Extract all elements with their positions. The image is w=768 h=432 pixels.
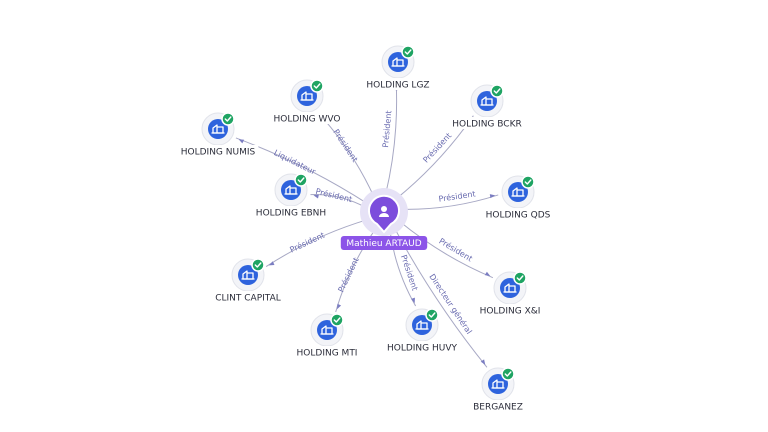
node-label: BERGANEZ (473, 403, 523, 413)
node-label: HOLDING NUMIS (181, 148, 256, 158)
building-icon (391, 57, 405, 67)
check-icon (513, 271, 527, 285)
edge-line (265, 219, 368, 268)
building-icon (300, 91, 314, 101)
node-label: HOLDING MTI (297, 349, 358, 359)
node-label: HOLDING QDS (486, 211, 551, 221)
node-core (477, 91, 497, 111)
node-label: HOLDING EBNH (256, 209, 326, 219)
person-icon (379, 206, 389, 217)
arrow-icon (484, 271, 491, 277)
label-bg (483, 208, 553, 220)
arrow-icon (238, 139, 245, 144)
edge-line (401, 194, 499, 210)
person-label-bg (340, 236, 428, 250)
node-core (317, 320, 337, 340)
check-icon (294, 173, 308, 187)
arrow-icon (313, 194, 319, 199)
arrow-icon (411, 297, 415, 304)
node-core (238, 265, 258, 285)
label-bg (384, 341, 460, 353)
check-icon (490, 84, 504, 98)
edge-label: Président (315, 186, 354, 204)
nodes-layer: HOLDING LGZ HOLDING BCKR HOLDING WVO HOLDIN… (177, 45, 553, 413)
edge-wvo: Président (317, 112, 375, 198)
building-icon (320, 325, 334, 335)
node-core (500, 278, 520, 298)
node-core (508, 182, 528, 202)
edge-line (235, 137, 369, 205)
label-bg (272, 112, 342, 124)
edge-line (335, 227, 377, 313)
company-node-huvy[interactable]: HOLDING HUVY (384, 308, 460, 354)
check-icon (425, 308, 439, 322)
label-bg (177, 145, 259, 157)
label-bg (207, 291, 289, 303)
node-label: HOLDING HUVY (387, 344, 458, 354)
edge-label: Président (336, 256, 361, 294)
building-icon (241, 270, 255, 280)
node-label: HOLDING WVO (274, 115, 341, 125)
node-label: HOLDING BCKR (452, 120, 521, 130)
arrow-icon (268, 261, 275, 266)
edge-label: Président (331, 127, 360, 164)
check-icon (330, 313, 344, 327)
check-icon (501, 367, 515, 381)
node-label: CLINT CAPITAL (215, 294, 281, 304)
arrow-icon (337, 303, 342, 310)
node-label: HOLDING LGZ (366, 81, 429, 91)
check-icon (251, 258, 265, 272)
company-node-ebnh[interactable]: HOLDING EBNH (253, 173, 329, 219)
edge-label: Président (288, 230, 326, 255)
edge-qds: Président (401, 188, 499, 210)
person-name: Mathieu ARTAUD (346, 239, 421, 249)
company-node-berganez[interactable]: BERGANEZ (471, 367, 525, 413)
check-icon (521, 175, 535, 189)
node-core (488, 374, 508, 394)
edge-lgz: Président (380, 81, 398, 195)
arrow-icon (480, 359, 486, 365)
building-icon (211, 124, 225, 134)
edge-label: Président (380, 110, 393, 148)
company-node-wvo[interactable]: HOLDING WVO (272, 79, 342, 125)
edge-label: Président (399, 253, 420, 292)
company-node-xi[interactable]: HOLDING X&I (475, 271, 545, 317)
center-person-node[interactable]: Mathieu ARTAUD (340, 188, 428, 250)
building-icon (284, 185, 298, 195)
label-bg (363, 78, 433, 90)
edge-ebnh: Président (310, 186, 367, 209)
edge-label: Président (438, 188, 476, 203)
edge-line (385, 81, 398, 195)
building-icon (415, 320, 429, 330)
company-node-qds[interactable]: HOLDING QDS (483, 175, 553, 221)
label-bg (471, 400, 525, 412)
arrow-icon (489, 194, 496, 199)
node-core (388, 52, 408, 72)
node-core (412, 315, 432, 335)
company-node-lgz[interactable]: HOLDING LGZ (363, 45, 433, 91)
node-core (297, 86, 317, 106)
company-node-mti[interactable]: HOLDING MTI (292, 313, 362, 359)
building-icon (491, 379, 505, 389)
company-node-numis[interactable]: HOLDING NUMIS (177, 112, 259, 158)
company-node-clint[interactable]: CLINT CAPITAL (207, 258, 289, 304)
edge-label: Liquidateur (272, 148, 317, 177)
node-label: HOLDING X&I (480, 307, 541, 317)
edge-line (399, 220, 494, 279)
node-core (208, 119, 228, 139)
company-node-bckr[interactable]: HOLDING BCKR (449, 84, 525, 130)
edge-line (317, 112, 375, 198)
node-core (281, 180, 301, 200)
label-bg (475, 304, 545, 316)
check-icon (401, 45, 415, 59)
building-icon (511, 187, 525, 197)
label-bg (449, 117, 525, 129)
building-icon (503, 283, 517, 293)
label-bg (292, 346, 362, 358)
check-icon (310, 79, 324, 93)
check-icon (221, 112, 235, 126)
building-icon (480, 96, 494, 106)
label-bg (253, 206, 329, 218)
